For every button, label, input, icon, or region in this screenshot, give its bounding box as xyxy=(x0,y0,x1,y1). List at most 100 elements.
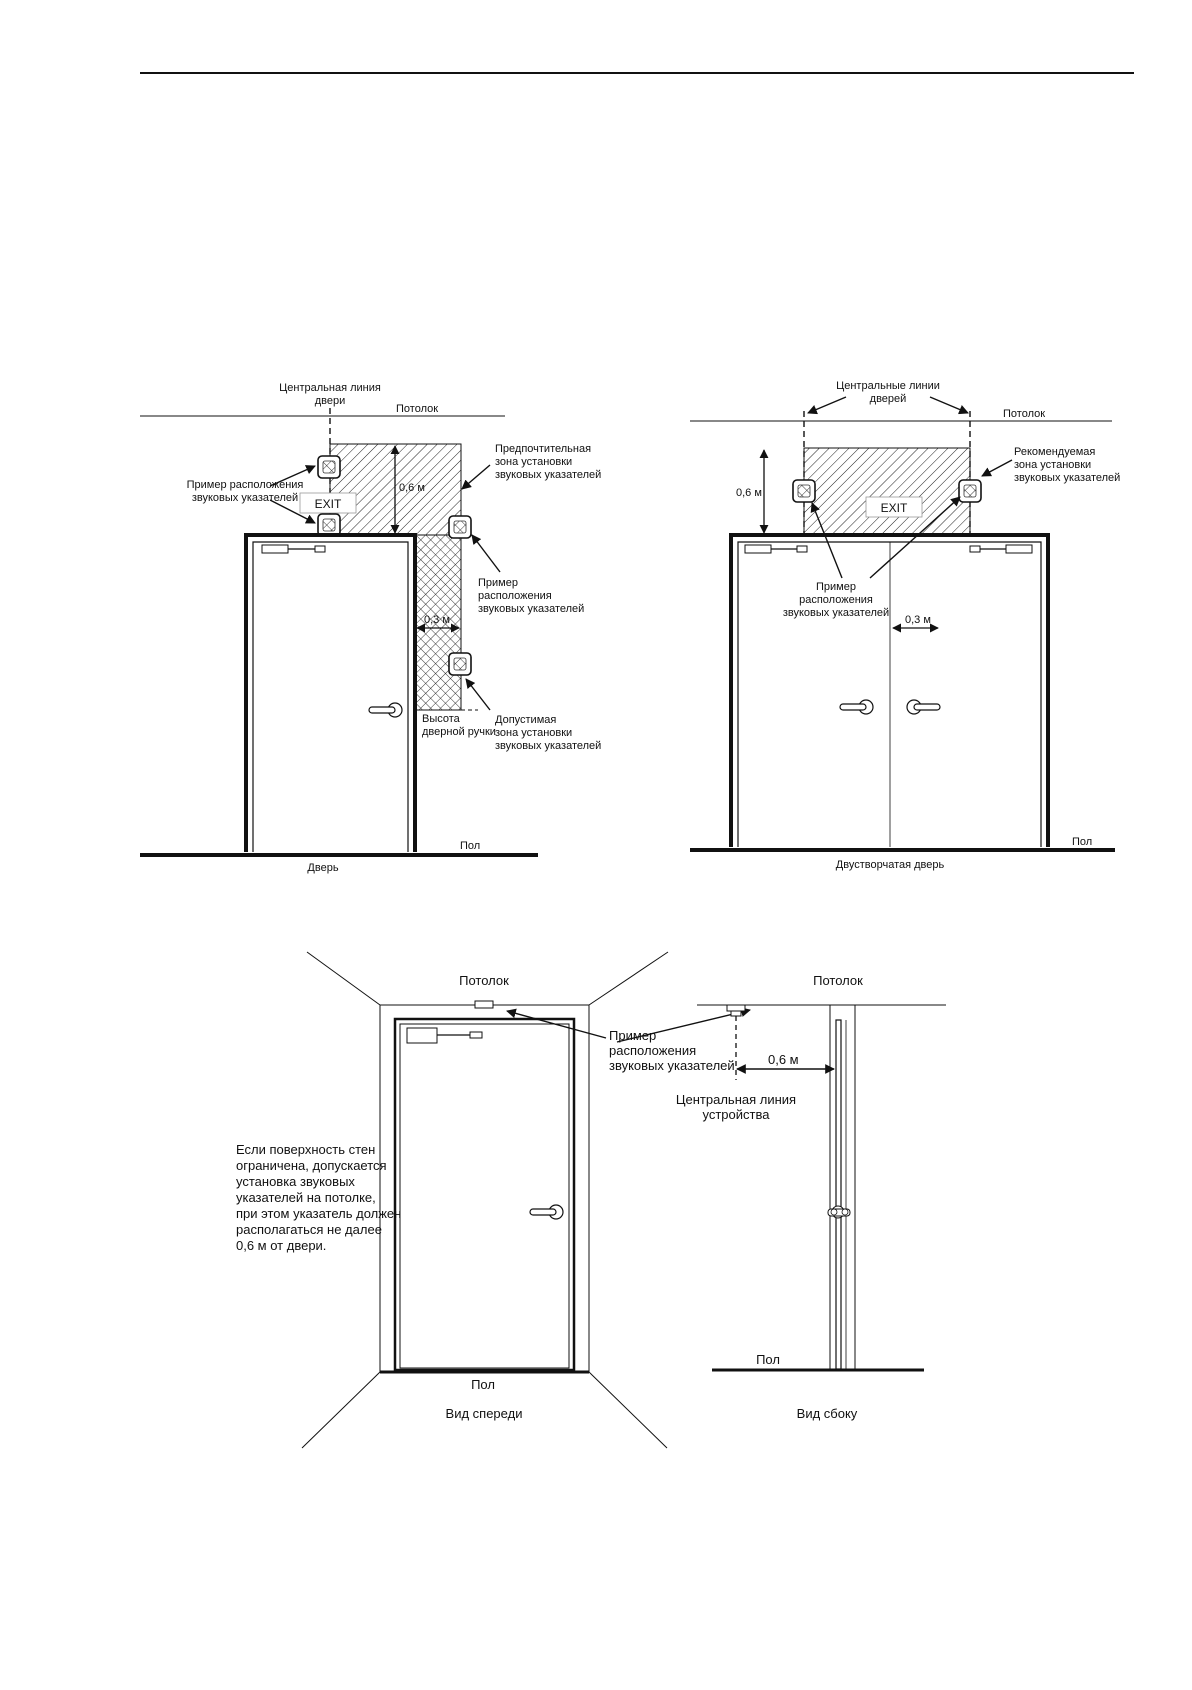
fig2-floor-label: Пол xyxy=(1072,836,1092,848)
fig2-recommended-zone xyxy=(803,447,971,536)
fig3-floor-front-label: Пол xyxy=(471,1377,495,1392)
fig1-allowed-l1: Допустимая xyxy=(495,714,556,726)
fig2-exit-text: EXIT xyxy=(881,501,908,515)
figure-single-door: Центральная линия двери Потолок EXIT xyxy=(140,382,601,874)
fig1-floor-label: Пол xyxy=(460,840,480,852)
fig1-exit-sign xyxy=(299,492,357,514)
fig2-leader-left xyxy=(810,502,843,579)
fig1-allowed-l3: звуковых указателей xyxy=(495,740,601,752)
fig3-note-l2: ограничена, допускается xyxy=(236,1158,387,1173)
fig2-exit-sign xyxy=(865,496,923,518)
fig1-center-line-l2: двери xyxy=(315,395,346,407)
fig2-closer-right xyxy=(969,544,1033,554)
fig1-closer-shoe xyxy=(314,545,326,553)
fig1-door-frame xyxy=(244,533,417,852)
fig2-dim-06-text: 0,6 м xyxy=(736,487,762,499)
fig1-dim-03-text: 0,3 м xyxy=(424,614,450,626)
fig1-exit-text: EXIT xyxy=(315,497,342,511)
fig1-center-line-l1: Центральная линия xyxy=(279,382,381,394)
fig3-caption-front: Вид спереди xyxy=(446,1406,523,1421)
fig3-example-l2: расположения xyxy=(609,1043,696,1058)
fig1-example-right-l2: расположения xyxy=(478,590,552,602)
fig1-door-handle xyxy=(368,702,403,718)
fig1-device-right-low xyxy=(448,652,472,676)
fig2-caption: Двустворчатая дверь xyxy=(836,859,945,871)
fig3-device-center-l1: Центральная линия xyxy=(676,1092,796,1107)
fig3-note-l5: при этом указатель должен xyxy=(236,1206,401,1221)
fig1-device-right-top xyxy=(448,515,472,539)
fig1-device-upper xyxy=(317,455,341,479)
fig3-note-l3: установка звуковых xyxy=(236,1174,355,1189)
figure-ceiling-mount: Потолок Пол Вид спереди Пример расположе… xyxy=(236,951,946,1449)
fig3-side-door xyxy=(835,1019,842,1370)
fig3-leader-front xyxy=(506,1008,607,1039)
fig3-front-door-leaf xyxy=(399,1023,570,1369)
fig1-door-inner xyxy=(252,541,409,852)
fig1-example-right-l3: звуковых указателей xyxy=(478,603,584,615)
fig3-note-l6: располагаться не далее xyxy=(236,1222,382,1237)
fig3-device-front xyxy=(474,1000,494,1009)
fig3-side-wall xyxy=(829,1004,856,1370)
fig1-handle-height-l1: Высота xyxy=(422,713,461,725)
fig3-persp-br xyxy=(588,1371,668,1449)
figure-double-door: Центральные линии дверей Потолок EXIT 0,… xyxy=(690,380,1120,871)
fig1-example-right-l1: Пример xyxy=(478,577,518,589)
fig2-leader-right xyxy=(869,496,961,579)
fig2-recommended-l3: звуковых указателей xyxy=(1014,472,1120,484)
fig1-allowed-zone xyxy=(414,534,462,711)
fig1-leader-upper xyxy=(269,465,316,487)
fig1-device-lower xyxy=(317,513,341,537)
fig2-example-l2: расположения xyxy=(799,594,873,606)
fig2-dim-03-text: 0,3 м xyxy=(905,614,931,626)
fig3-back-wall xyxy=(379,1004,590,1373)
fig3-persp-tr xyxy=(588,951,669,1006)
fig2-device-left xyxy=(792,479,816,503)
fig3-example-l1: Пример xyxy=(609,1028,656,1043)
fig1-door-closer xyxy=(261,544,289,554)
fig2-ceiling-label: Потолок xyxy=(1003,408,1045,420)
fig1-example-left-l1: Пример расположения xyxy=(187,479,304,491)
fig1-example-left-l2: звуковых указателей xyxy=(192,492,298,504)
fig2-recommended-l1: Рекомендуемая xyxy=(1014,446,1095,458)
fig3-floor-side-label: Пол xyxy=(756,1352,780,1367)
fig2-example-l1: Пример xyxy=(816,581,856,593)
fig2-handle-left xyxy=(839,699,874,715)
fig1-ceiling-label: Потолок xyxy=(396,403,438,415)
fig1-dim-06-text: 0,6 м xyxy=(399,482,425,494)
fig1-preferred-l3: звуковых указателей xyxy=(495,469,601,481)
fig3-front-handle xyxy=(529,1204,564,1220)
fig2-door-inner xyxy=(737,541,1042,847)
fig3-persp-tl xyxy=(306,951,381,1006)
fig2-arrow-right-center xyxy=(929,396,969,415)
fig1-caption: Дверь xyxy=(307,862,338,874)
fig1-handle-height-l2: дверной ручки xyxy=(422,726,496,738)
fig3-ceiling-side-label: Потолок xyxy=(813,973,863,988)
fig3-device-center-l2: устройства xyxy=(703,1107,771,1122)
fig1-leader-example xyxy=(471,534,501,573)
fig2-door-frame xyxy=(729,533,1050,847)
fig2-center-lines-l1: Центральные линии xyxy=(836,380,940,392)
fig2-center-lines-l2: дверей xyxy=(870,393,907,405)
fig1-preferred-l2: зона установки xyxy=(495,456,572,468)
fig2-example-l3: звуковых указателей xyxy=(783,607,889,619)
fig1-allowed-l2: зона установки xyxy=(495,727,572,739)
fig1-leader-lower xyxy=(269,499,316,524)
fig3-persp-bl xyxy=(301,1371,381,1449)
fig3-note-l1: Если поверхность стен xyxy=(236,1142,375,1157)
fig2-closer-left xyxy=(744,544,808,554)
fig3-front-closer-shoe xyxy=(469,1031,483,1039)
fig3-note-l7: 0,6 м от двери. xyxy=(236,1238,326,1253)
fig2-device-right xyxy=(958,479,982,503)
fig1-preferred-l1: Предпочтительная xyxy=(495,443,591,455)
fig2-leader-recommended xyxy=(981,459,1013,477)
fig3-dim-06-text: 0,6 м xyxy=(768,1052,799,1067)
fig2-handle-right xyxy=(906,699,941,715)
fig3-side-handle xyxy=(827,1205,851,1219)
fig3-example-l3: звуковых указателей xyxy=(609,1058,735,1073)
fig3-ceiling-front-label: Потолок xyxy=(459,973,509,988)
fig2-recommended-l2: зона установки xyxy=(1014,459,1091,471)
fig3-front-door-closer xyxy=(406,1027,438,1044)
fig3-caption-side: Вид сбоку xyxy=(797,1406,858,1421)
